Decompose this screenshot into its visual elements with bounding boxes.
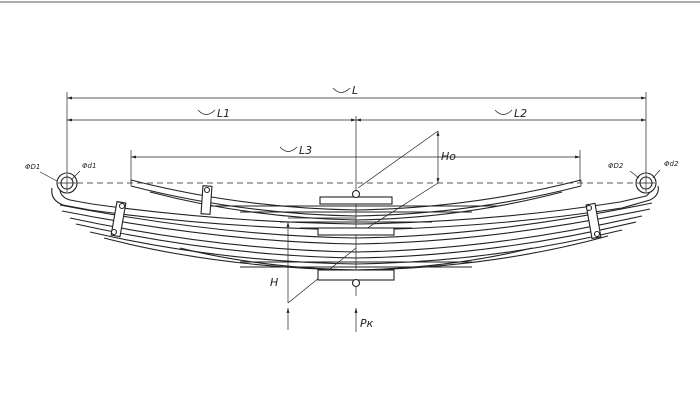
label-h: H xyxy=(270,276,278,289)
dimension-l: L xyxy=(66,84,647,178)
dimension-l2: L2 xyxy=(356,107,646,122)
label-d1-inner: Φd1 xyxy=(82,162,96,170)
label-ho: Ho xyxy=(441,150,456,163)
label-l3: L3 xyxy=(299,144,312,157)
load-pk-arrow: Pк xyxy=(354,308,374,332)
label-pk: Pк xyxy=(360,317,374,330)
dimension-l3: L3 xyxy=(130,144,581,182)
label-l2: L2 xyxy=(514,107,527,120)
label-d2-outer: ΦD2 xyxy=(608,162,624,170)
label-d2-inner: Φd2 xyxy=(664,160,679,168)
rebound-clip-right-lower xyxy=(585,202,602,240)
dimension-l1: L1 xyxy=(67,107,356,122)
leaf-stack xyxy=(59,202,653,271)
right-eye: ΦD2 Φd2 xyxy=(608,160,679,194)
center-clamp xyxy=(317,189,395,288)
label-l: L xyxy=(352,84,358,97)
left-eye: ΦD1 Φd1 xyxy=(25,162,96,194)
rebound-clip-left-upper xyxy=(200,185,213,215)
label-l1: L1 xyxy=(217,107,230,120)
rebound-clip-left-lower xyxy=(110,200,127,238)
dimension-ho: Ho xyxy=(357,130,456,235)
label-d1-outer: ΦD1 xyxy=(25,163,40,171)
